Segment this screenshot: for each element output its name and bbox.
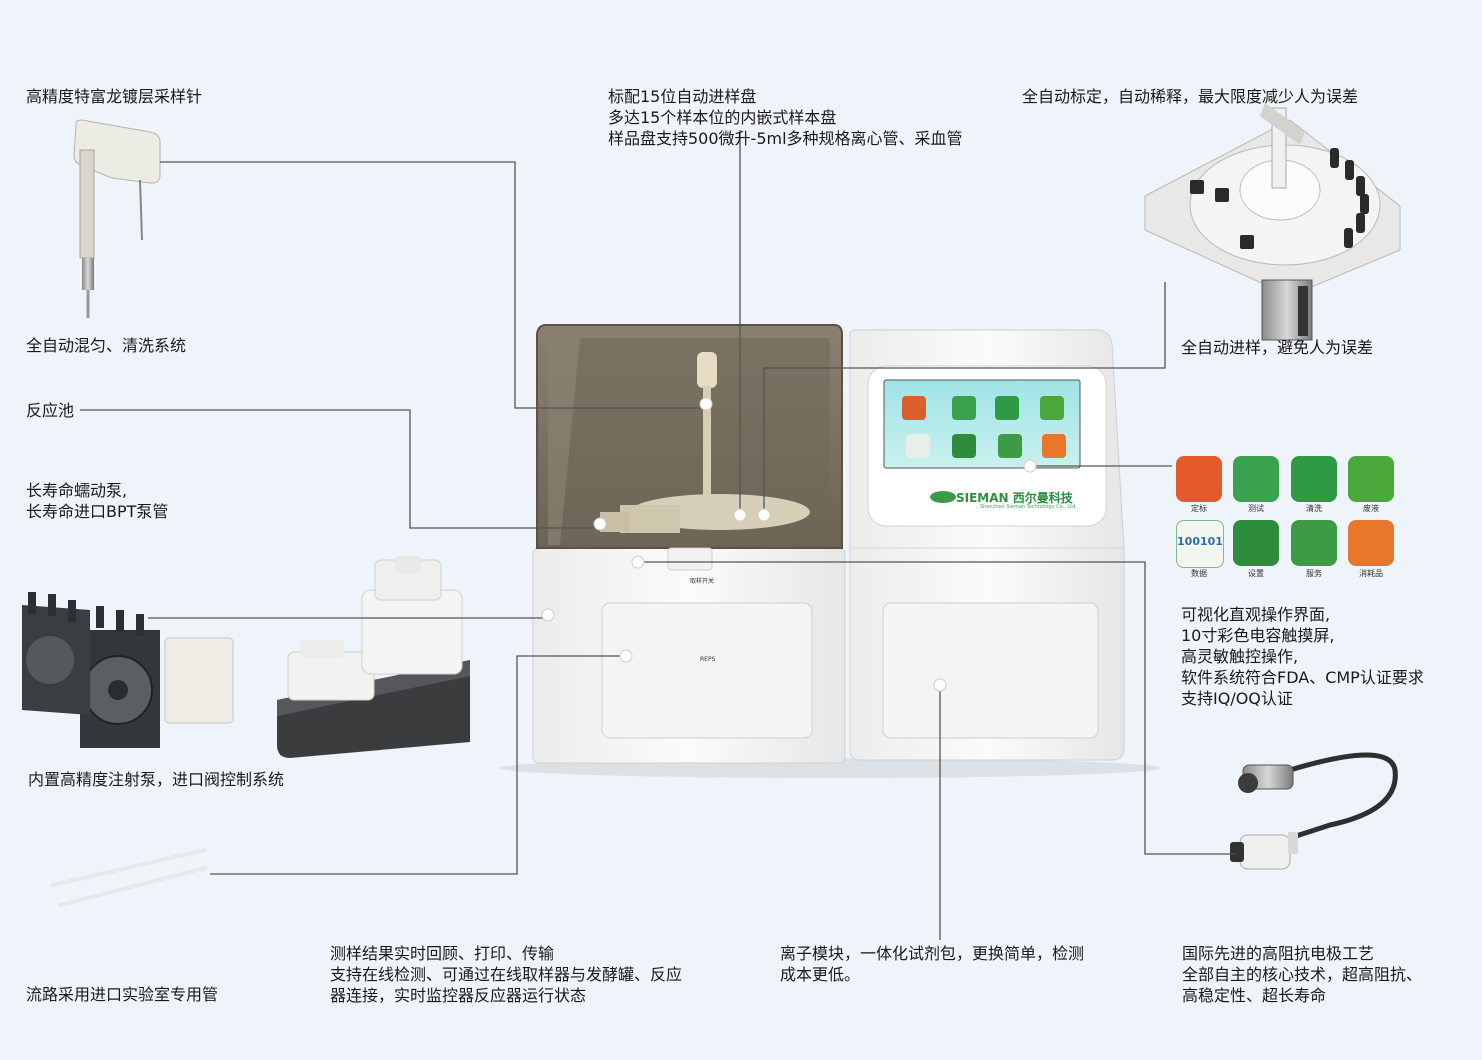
label-ui-2: 10寸彩色电容触摸屏,: [1181, 626, 1335, 645]
brand-sub: Shenzhen Sieman Technology Co., Ltd.: [980, 504, 1077, 510]
leader-dots: [541, 397, 1037, 692]
label-mixing: 全自动混匀、清洗系统: [26, 336, 187, 355]
label-ion-2: 成本更低。: [780, 965, 861, 984]
leader-reaction: [80, 409, 600, 529]
leader-lines: [80, 130, 1235, 940]
label-ui-4: 软件系统符合FDA、CMP认证要求: [1181, 668, 1424, 687]
data-icon-digits: 100101: [1177, 535, 1223, 548]
label-electrode-3: 高稳定性、超长寿命: [1182, 986, 1327, 1005]
label-tubing: 流路采用进口实验室专用管: [26, 985, 219, 1004]
screen-consumables-icon: [1042, 434, 1066, 458]
settings-icon: [1233, 520, 1279, 566]
app-label-waste: 废液: [1363, 504, 1379, 513]
screen-data-icon: [906, 434, 930, 458]
label-autosampling: 全自动进样，避免人为误差: [1181, 338, 1374, 357]
data-icon: 100101: [1176, 520, 1224, 568]
label-tray-2: 多达15个样本位的内嵌式样本盘: [608, 108, 837, 127]
label-probe: 高精度特富龙镀层采样针: [26, 87, 203, 106]
app-label-service: 服务: [1306, 569, 1322, 578]
label-pump-2: 长寿命进口BPT泵管: [26, 502, 169, 521]
label-reaction: 反应池: [26, 401, 75, 420]
calibration-icon: [1176, 456, 1222, 502]
label-pump-1: 长寿命蠕动泵,: [26, 481, 128, 500]
consumables-icon: [1348, 520, 1394, 566]
electrode-cable: [1230, 752, 1398, 870]
leader-autosample: [763, 282, 1166, 515]
screen-clean-icon: [995, 396, 1019, 420]
label-tray-1: 标配15位自动进样盘: [608, 87, 757, 106]
label-ui-1: 可视化直观操作界面,: [1181, 605, 1331, 624]
lab-tubing: [51, 848, 207, 907]
screen-test-icon: [952, 396, 976, 420]
app-label-calibration: 定标: [1191, 504, 1207, 513]
label-syringe: 内置高精度注射泵，进口阀控制系统: [28, 770, 285, 789]
clean-icon: [1291, 456, 1337, 502]
label-tray-3: 样品盘支持500微升-5ml多种规格离心管、采血管: [608, 129, 963, 148]
test-icon: [1233, 456, 1279, 502]
label-ui-3: 高灵敏触控操作,: [1181, 647, 1299, 666]
screen-waste-icon: [1040, 396, 1064, 420]
app-label-data: 数据: [1191, 569, 1207, 578]
label-ion-1: 离子模块，一体化试剂包，更换简单，检测: [780, 944, 1085, 963]
app-label-clean: 清洗: [1306, 504, 1322, 513]
screen-service-icon: [998, 434, 1022, 458]
sampling-switch-label: 取样开关: [690, 578, 715, 585]
label-calibration: 全自动标定，自动稀释，最大限度减少人为误差: [1022, 87, 1359, 106]
autosampler-tray: [1144, 103, 1401, 341]
analyzer-instrument: [500, 324, 1160, 778]
app-label-test: 测试: [1248, 504, 1264, 513]
sampling-probe: [73, 119, 161, 318]
reps-label: REPS: [700, 656, 716, 663]
brand-logo: SIEMAN 西尔曼科技: [956, 491, 1073, 505]
syringe-pump: [277, 556, 470, 758]
app-label-consumables: 消耗品: [1359, 569, 1383, 578]
leader-electrode: [638, 561, 1235, 855]
leader-probe: [160, 161, 706, 409]
label-results-1: 测样结果实时回顾、打印、传输: [330, 944, 555, 963]
service-icon: [1291, 520, 1337, 566]
waste-icon: [1348, 456, 1394, 502]
peristaltic-pump: [22, 592, 234, 748]
screen-calibration-icon: [902, 396, 926, 420]
label-electrode-2: 全部自主的核心技术，超高阻抗、: [1182, 965, 1423, 984]
app-label-settings: 设置: [1248, 569, 1264, 578]
label-electrode-1: 国际先进的高阻抗电极工艺: [1182, 944, 1375, 963]
screen-settings-icon: [952, 434, 976, 458]
label-results-3: 器连接，实时监控器反应器运行状态: [330, 986, 587, 1005]
leader-results: [210, 655, 624, 875]
label-ui-5: 支持IQ/OQ认证: [1181, 689, 1293, 708]
label-results-2: 支持在线检测、可通过在线取样器与发酵罐、反应: [330, 965, 683, 984]
